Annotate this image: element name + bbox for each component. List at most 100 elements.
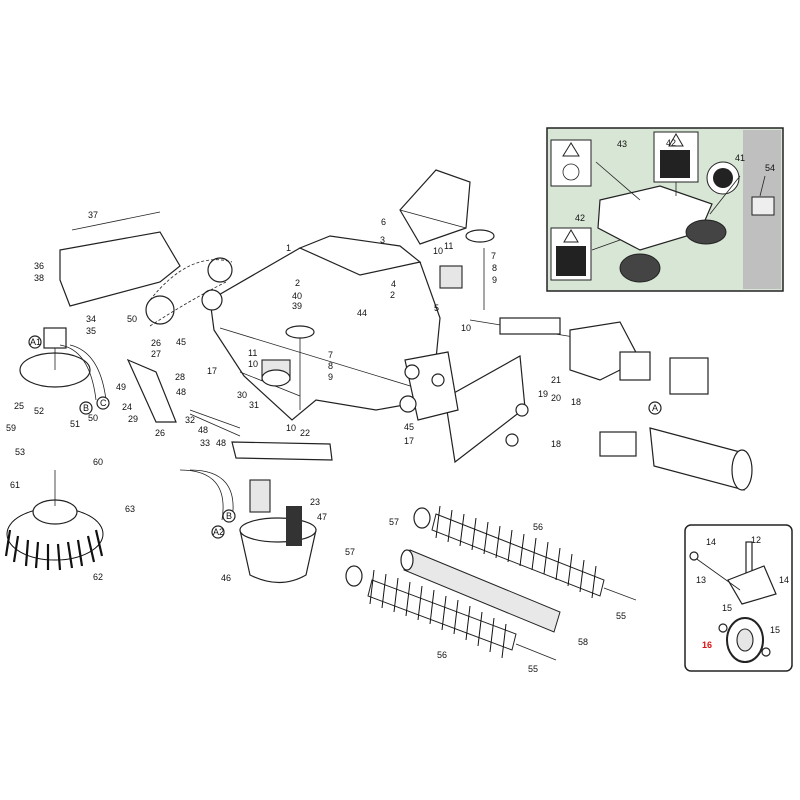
callout-31: 31 [249, 400, 259, 410]
callout-8: 8 [492, 263, 497, 273]
callout-58: 58 [578, 637, 588, 647]
callout-15b: 15 [770, 625, 780, 635]
callout-50: 50 [127, 314, 137, 324]
callout-6: 6 [381, 217, 386, 227]
callout-51: 51 [70, 419, 80, 429]
callout-41: 41 [735, 153, 745, 163]
connector-c: C [100, 398, 107, 408]
callout-15: 15 [722, 603, 732, 613]
callout-26b: 26 [155, 428, 165, 438]
callout-10b: 10 [461, 323, 471, 333]
callout-2: 2 [295, 278, 300, 288]
callout-19: 19 [538, 389, 548, 399]
callout-5: 5 [434, 303, 439, 313]
callout-29: 29 [128, 414, 138, 424]
callout-52: 52 [34, 406, 44, 416]
callouts: 1 2 2 3 4 5 6 7 8 9 10 10 11 7 8 9 11 10… [6, 210, 626, 674]
callout-25: 25 [14, 401, 24, 411]
callout-48b: 48 [198, 425, 208, 435]
callout-11b: 11 [248, 348, 257, 358]
callout-2b: 2 [390, 290, 395, 300]
callout-30: 30 [237, 390, 247, 400]
inset-wheel-panel: 14 12 13 14 15 15 16 [684, 524, 793, 672]
callout-63: 63 [125, 504, 135, 514]
callout-3: 3 [380, 235, 385, 245]
callout-7: 7 [491, 251, 496, 261]
callout-35: 35 [86, 326, 96, 336]
callout-59: 59 [6, 423, 16, 433]
callout-39: 39 [292, 301, 302, 311]
callout-22: 22 [300, 428, 310, 438]
callout-11: 11 [444, 241, 453, 251]
callout-12: 12 [751, 535, 761, 545]
connector-b2: B [226, 511, 232, 521]
callout-10: 10 [433, 246, 443, 256]
connector-a2: A2 [213, 527, 224, 537]
roller-58 [400, 549, 561, 633]
side-brush-63 [4, 470, 104, 571]
callout-48: 48 [176, 387, 186, 397]
callout-38: 38 [34, 273, 44, 283]
callout-42: 42 [666, 138, 676, 148]
callout-18: 18 [571, 397, 581, 407]
connector-a1: A1 [30, 337, 41, 347]
callout-10d: 10 [286, 423, 296, 433]
callout-57: 57 [389, 517, 399, 527]
callout-57b: 57 [345, 547, 355, 557]
callout-17: 17 [207, 366, 217, 376]
main-brush-56-bottom [345, 565, 557, 661]
callout-14b: 14 [779, 575, 789, 585]
callout-36: 36 [34, 261, 44, 271]
chassis [59, 169, 753, 491]
callout-48c: 48 [216, 438, 226, 448]
callout-23: 23 [310, 497, 320, 507]
callout-55b: 55 [528, 664, 538, 674]
callout-14: 14 [706, 537, 716, 547]
callout-40: 40 [292, 291, 302, 301]
callout-21: 21 [551, 375, 561, 385]
callout-53: 53 [15, 447, 25, 457]
callout-62: 62 [93, 572, 103, 582]
callout-45b: 45 [404, 422, 414, 432]
bucket-46 [179, 469, 317, 584]
callout-10c: 10 [248, 359, 258, 369]
connector-a: A [652, 403, 658, 413]
connector-b: B [83, 403, 89, 413]
callout-44: 44 [357, 308, 367, 318]
callout-47: 47 [317, 512, 327, 522]
callout-34: 34 [86, 314, 96, 324]
callout-56: 56 [533, 522, 543, 532]
callout-45: 45 [176, 337, 186, 347]
callout-60: 60 [93, 457, 103, 467]
callout-56b: 56 [437, 650, 447, 660]
callout-55: 55 [616, 611, 626, 621]
callout-4: 4 [391, 279, 396, 289]
callout-9b: 9 [328, 372, 333, 382]
callout-33: 33 [200, 438, 210, 448]
callout-8b: 8 [328, 361, 333, 371]
connectors: A1 A2 A B B C [28, 335, 662, 539]
callout-24: 24 [122, 402, 132, 412]
callout-42-left: 42 [575, 213, 585, 223]
callout-7b: 7 [328, 350, 333, 360]
callout-37: 37 [88, 210, 98, 220]
callout-32: 32 [185, 415, 195, 425]
callout-50b: 50 [88, 413, 98, 423]
callout-46: 46 [221, 573, 231, 583]
callout-26: 26 [151, 338, 161, 348]
inset-warning-panel: 43 42 41 42 54 [546, 127, 784, 292]
callout-20: 20 [551, 393, 561, 403]
callout-28: 28 [175, 372, 185, 382]
callout-9: 9 [492, 275, 497, 285]
callout-1: 1 [286, 243, 291, 253]
callout-27: 27 [151, 349, 161, 359]
callout-49: 49 [116, 382, 126, 392]
side-broom-25 [19, 327, 107, 401]
callout-61: 61 [10, 480, 20, 490]
callout-16-highlight: 16 [702, 640, 712, 650]
main-brush-56-top [413, 505, 637, 601]
callout-17b: 17 [404, 436, 414, 446]
callout-54: 54 [765, 163, 775, 173]
